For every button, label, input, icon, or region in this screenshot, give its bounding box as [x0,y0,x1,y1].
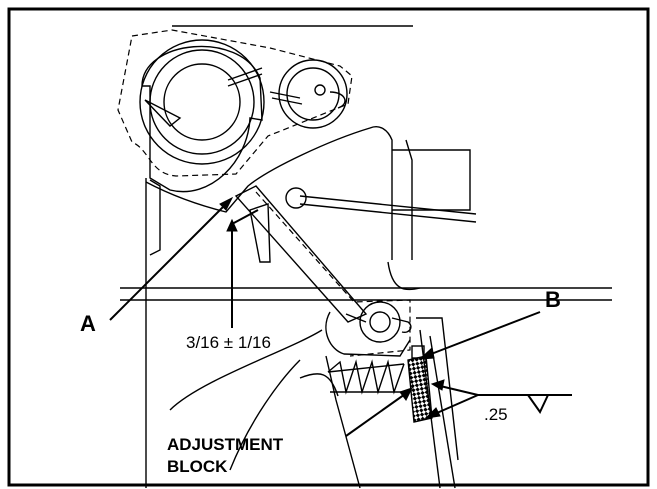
diagram-border [7,7,650,487]
label-b: B [545,287,561,312]
weld-symbol-icon [527,394,549,414]
adjustment-block-tab [411,345,425,359]
adjustment-block-label-line1: ADJUSTMENT [167,435,284,454]
gap-dimension-label: 3/16 ± 1/16 [186,333,271,352]
leader-lines [109,196,572,437]
machine-linework [120,25,612,489]
weld-size-label: .25 [484,405,508,424]
arm-dashed-outline [255,191,411,357]
lever-dashed-outline [117,29,353,177]
adjustment-block-label-line2: BLOCK [167,457,228,476]
label-a: A [80,311,96,336]
